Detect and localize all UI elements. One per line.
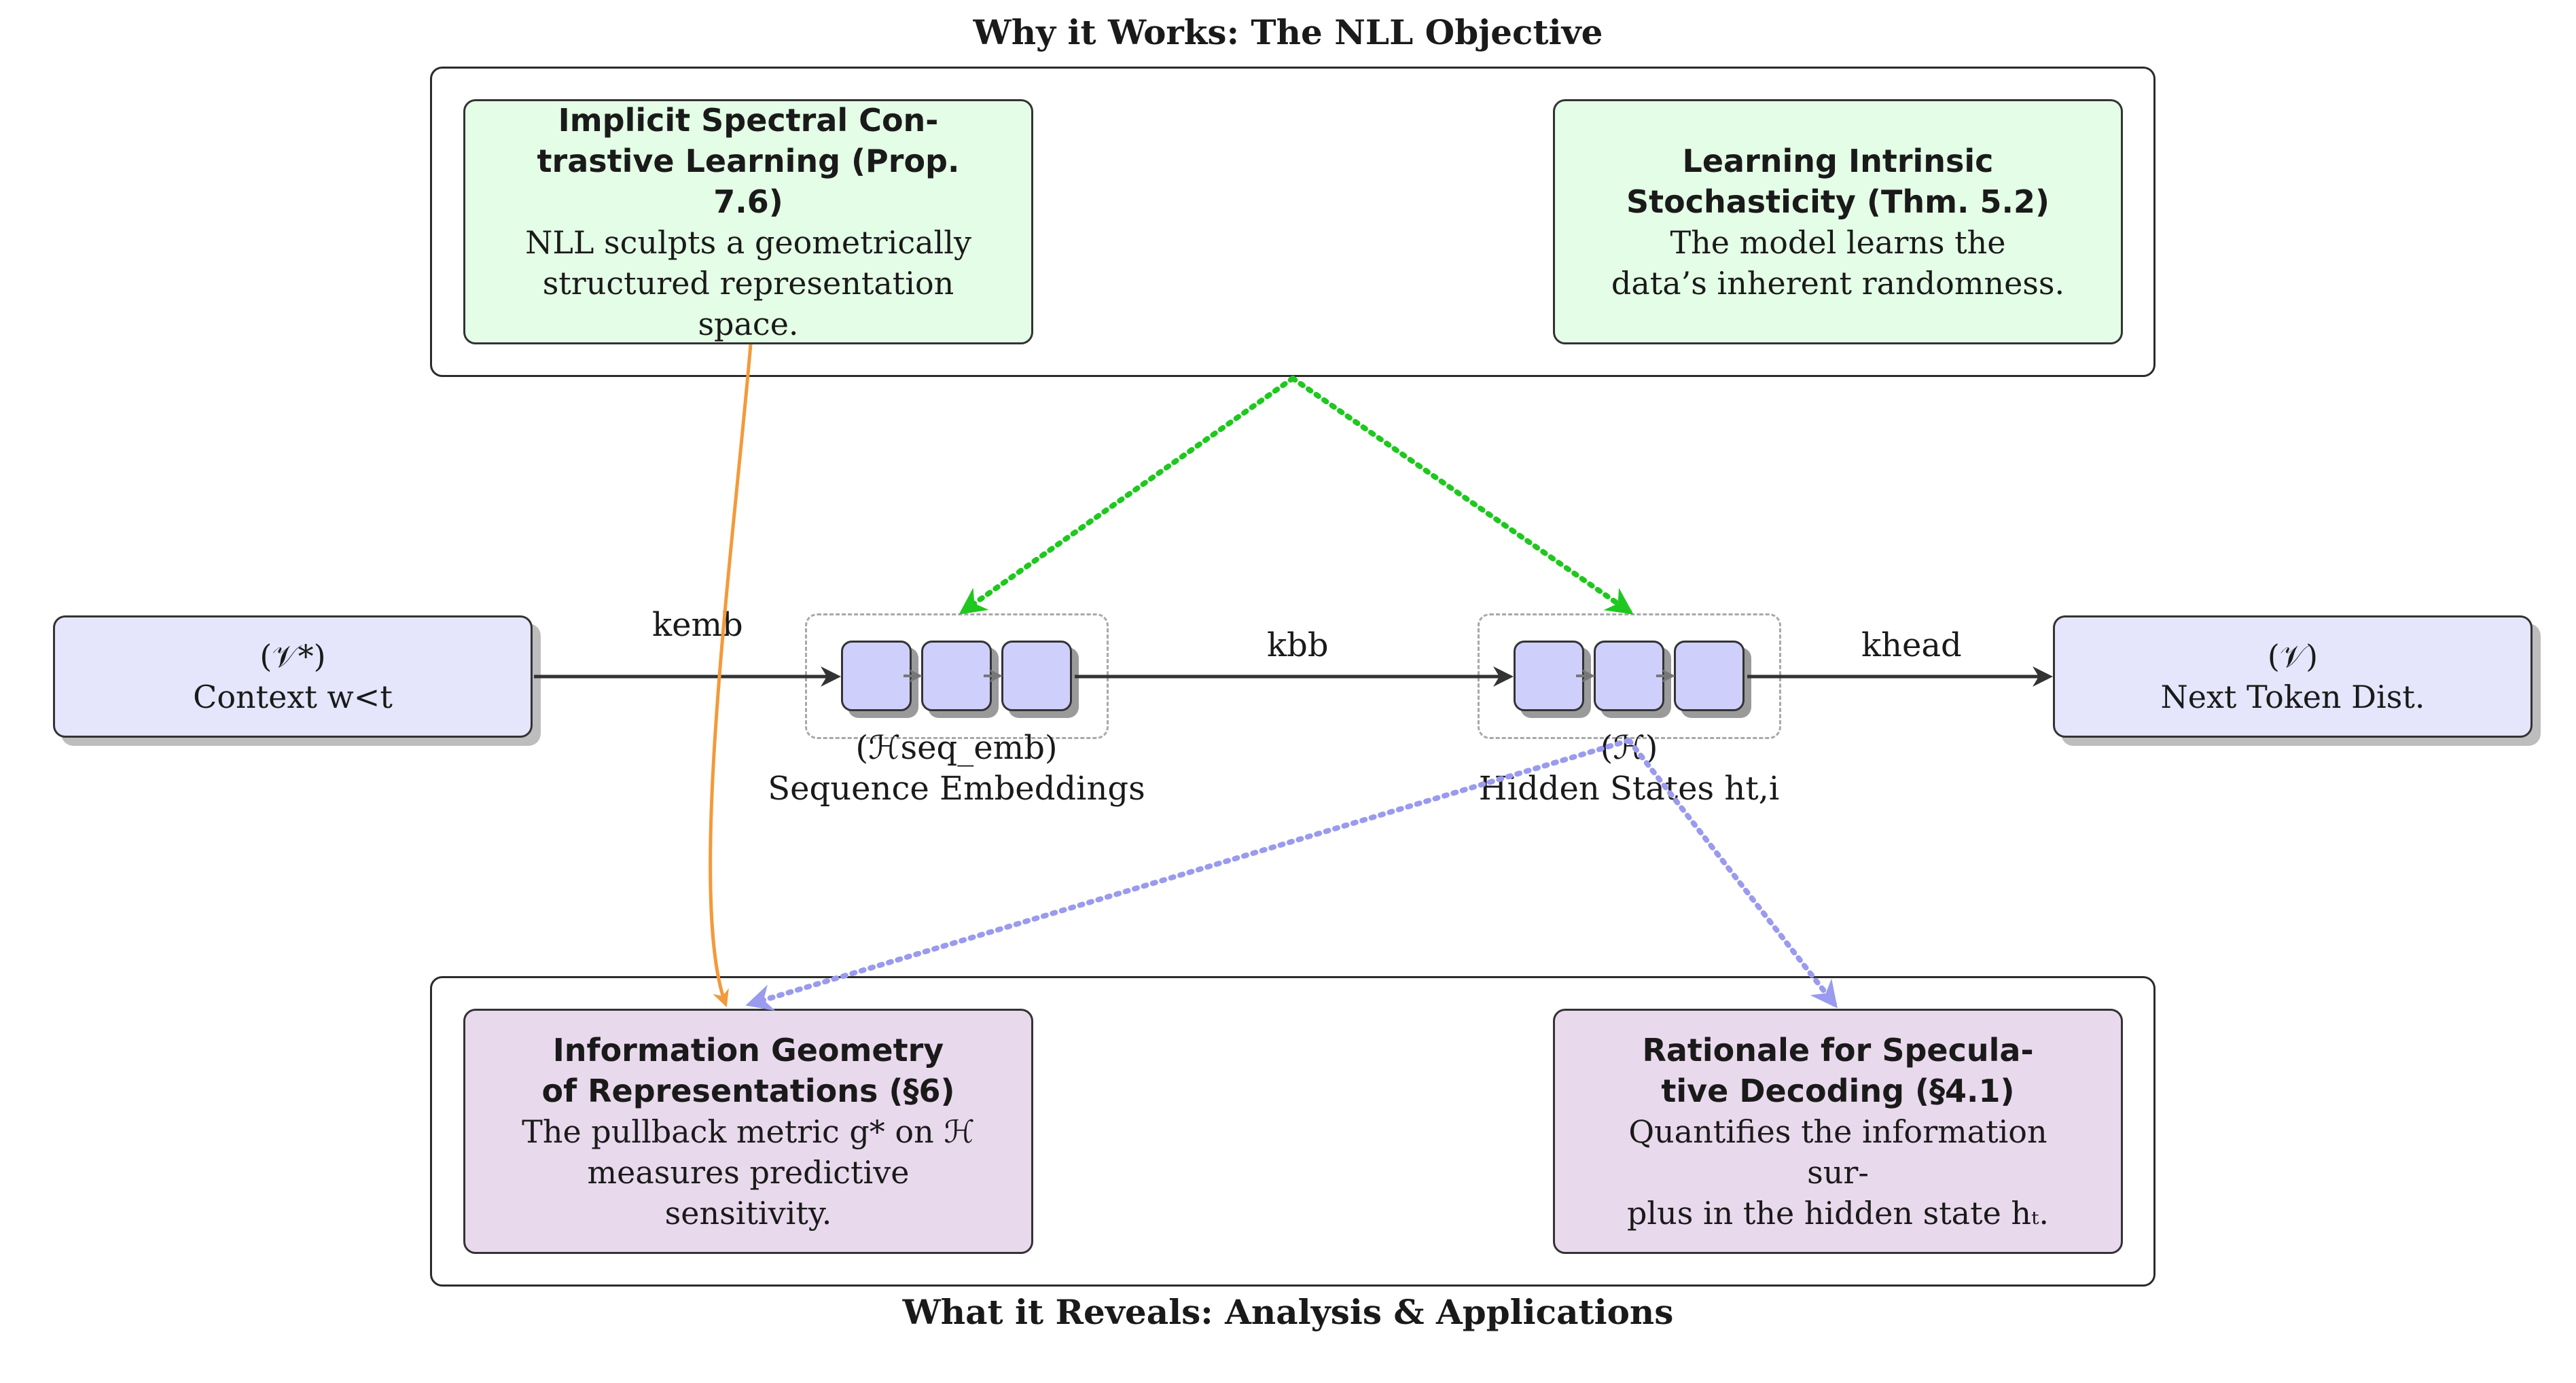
card-title-line: Learning Intrinsic: [1682, 142, 1994, 179]
top-group-title: Why it Works: The NLL Objective: [973, 12, 1603, 52]
card-description-line: measures predictive sensitivity.: [587, 1153, 910, 1232]
arrow-nll-to-embeddings: [959, 376, 1295, 615]
card-title-line: tive Decoding (§4.1): [1661, 1072, 2015, 1109]
output-space-label: (𝒱): [2267, 638, 2319, 675]
arrow-nll-to-hidden: [1290, 376, 1634, 615]
context-input-node: (𝒱*) Context w<t: [53, 615, 533, 738]
card-title-line: of Representations (§6): [541, 1072, 955, 1109]
edge-label-k-emb: kemb: [652, 606, 743, 644]
next-token-output-node: (𝒱) Next Token Dist.: [2053, 615, 2533, 738]
card-description-line: Quantifies the information sur-: [1628, 1113, 2047, 1191]
edge-label-k-head: khead: [1861, 626, 1962, 664]
card-title-line: Information Geometry: [552, 1031, 944, 1068]
context-space-label: (𝒱*): [260, 638, 326, 675]
card-description-line: structured representation space.: [542, 264, 954, 342]
card-spectral-contrastive-learning: Implicit Spectral Con- trastive Learning…: [463, 99, 1033, 344]
card-intrinsic-stochasticity: Learning Intrinsic Stochasticity (Thm. 5…: [1553, 99, 2123, 344]
arrow-spectral-to-geometry: [709, 344, 753, 1007]
arrow-hidden-to-geometry: [745, 738, 1632, 1011]
sequence-embeddings-space-label: (ℋseq_emb): [855, 729, 1058, 767]
embedding-token: [841, 641, 912, 711]
card-title-line: trastive Learning (Prop. 7.6): [537, 142, 960, 220]
card-description-line: NLL sculpts a geometrically: [525, 223, 971, 261]
context-label: Context w<t: [193, 679, 393, 715]
bottom-group-title: What it Reveals: Analysis & Applications: [902, 1292, 1674, 1332]
card-speculative-decoding: Rationale for Specula- tive Decoding (§4…: [1553, 1009, 2123, 1254]
edge-label-k-bb: kbb: [1267, 626, 1329, 664]
card-title-line: Rationale for Specula-: [1642, 1031, 2034, 1068]
card-information-geometry: Information Geometry of Representations …: [463, 1009, 1033, 1254]
card-title-line: Stochasticity (Thm. 5.2): [1626, 183, 2050, 220]
card-description-line: The pullback metric g* on ℋ: [522, 1113, 975, 1150]
card-description-line: data’s inherent randomness.: [1611, 264, 2065, 302]
output-label: Next Token Dist.: [2160, 679, 2425, 715]
sequence-embeddings-label: Sequence Embeddings: [768, 770, 1145, 808]
card-description-line: The model learns the: [1670, 223, 2006, 261]
hidden-states-label: Hidden States ht,i: [1478, 770, 1780, 808]
card-description-line: plus in the hidden state hₜ.: [1626, 1194, 2050, 1232]
card-title-line: Implicit Spectral Con-: [558, 101, 939, 139]
arrow-hidden-to-speculative: [1626, 738, 1838, 1009]
